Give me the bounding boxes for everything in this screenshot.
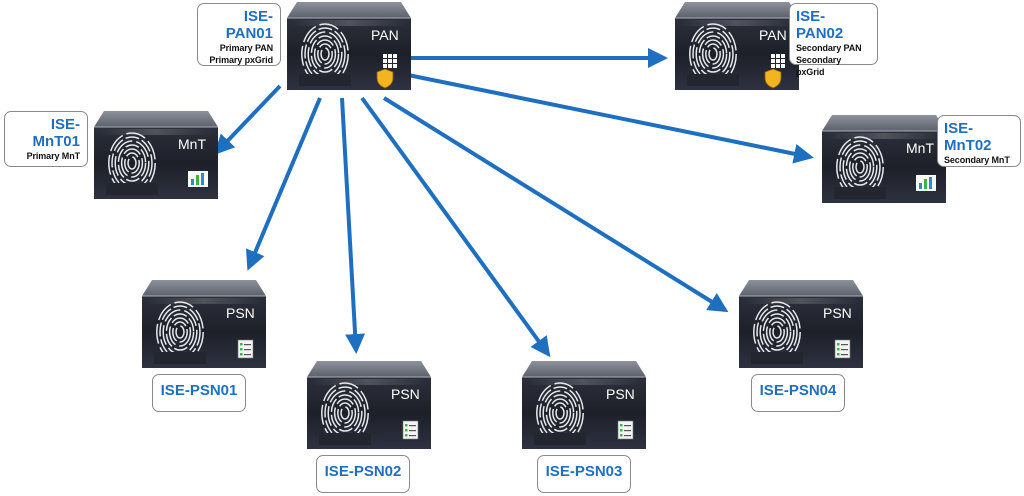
node-role-pan01-1: Primary PAN bbox=[219, 43, 273, 53]
appliance-pan02: PAN bbox=[675, 2, 799, 90]
appliance-type-label: PSN bbox=[823, 305, 852, 321]
label-psn02: ISE-PSN02 bbox=[316, 455, 410, 493]
appliance-psn04: PSN bbox=[739, 280, 863, 368]
node-role-mnt02-1: Secondary MnT bbox=[944, 155, 1010, 165]
node-name-psn02: ISE-PSN02 bbox=[324, 463, 402, 480]
appliance-mnt01: MnT bbox=[94, 111, 218, 199]
shield-icon bbox=[764, 68, 782, 89]
label-psn03: ISE-PSN03 bbox=[537, 455, 631, 493]
node-name-psn01: ISE-PSN01 bbox=[160, 382, 238, 399]
appliance-type-label: PAN bbox=[759, 27, 787, 43]
node-name-mnt02: ISE-MnT02 bbox=[944, 120, 992, 154]
bar-chart-icon bbox=[916, 175, 936, 191]
appliance-type-label: PSN bbox=[226, 305, 255, 321]
fingerprint-icon bbox=[751, 301, 803, 364]
appliance-psn01: PSN bbox=[142, 280, 266, 368]
arrow-pan01-to-mnt01 bbox=[214, 84, 282, 155]
appliance-type-label: MnT bbox=[906, 140, 934, 156]
label-pan02: ISE-PAN02 Secondary PAN Secondary pxGrid bbox=[789, 3, 878, 77]
bar-chart-icon bbox=[188, 171, 208, 187]
fingerprint-icon bbox=[154, 301, 206, 364]
appliance-psn03: PSN bbox=[522, 361, 646, 449]
label-psn01: ISE-PSN01 bbox=[152, 374, 246, 412]
appliance-type-label: PSN bbox=[606, 386, 635, 402]
appliance-type-label: MnT bbox=[178, 136, 206, 152]
appliance-type-label: PAN bbox=[371, 27, 399, 43]
label-pan01: ISE-PAN01 Primary PAN Primary pxGrid bbox=[197, 3, 281, 66]
appliance-pan01: PAN bbox=[287, 2, 411, 90]
node-role-pan02-2: Secondary pxGrid bbox=[796, 55, 842, 77]
grid-icon bbox=[383, 54, 397, 68]
node-role-mnt01-1: Primary MnT bbox=[26, 151, 81, 161]
label-mnt01: ISE-MnT01 Primary MnT bbox=[4, 111, 88, 167]
arrow-pan01-to-psn01 bbox=[245, 97, 322, 271]
checklist-icon bbox=[237, 339, 254, 359]
checklist-icon bbox=[402, 420, 419, 440]
arrow-pan01-to-mnt02 bbox=[407, 73, 814, 164]
fingerprint-icon bbox=[319, 382, 371, 445]
fingerprint-icon bbox=[106, 132, 158, 195]
label-psn04: ISE-PSN04 bbox=[751, 374, 845, 412]
fingerprint-icon bbox=[687, 23, 739, 86]
node-name-mnt01: ISE-MnT01 bbox=[32, 116, 80, 150]
checklist-icon bbox=[834, 339, 851, 359]
node-role-pan01-2: Primary pxGrid bbox=[209, 55, 273, 65]
appliance-type-label: PSN bbox=[391, 386, 420, 402]
node-name-psn04: ISE-PSN04 bbox=[759, 382, 837, 399]
node-name-pan01: ISE-PAN01 bbox=[225, 8, 273, 42]
arrow-pan01-to-psn03 bbox=[360, 96, 551, 358]
grid-icon bbox=[771, 54, 785, 68]
label-mnt02: ISE-MnT02 Secondary MnT bbox=[937, 115, 1021, 167]
node-role-pan02-1: Secondary PAN bbox=[796, 43, 862, 53]
appliance-psn02: PSN bbox=[307, 361, 431, 449]
checklist-icon bbox=[617, 420, 634, 440]
node-name-pan02: ISE-PAN02 bbox=[796, 8, 844, 42]
fingerprint-icon bbox=[299, 23, 351, 86]
arrow-pan01-to-psn04 bbox=[382, 96, 729, 313]
fingerprint-icon bbox=[834, 136, 886, 199]
appliance-mnt02: MnT bbox=[822, 115, 946, 203]
node-name-psn03: ISE-PSN03 bbox=[545, 463, 623, 480]
fingerprint-icon bbox=[534, 382, 586, 445]
arrow-pan01-to-psn02 bbox=[340, 97, 366, 354]
shield-icon bbox=[376, 68, 394, 89]
